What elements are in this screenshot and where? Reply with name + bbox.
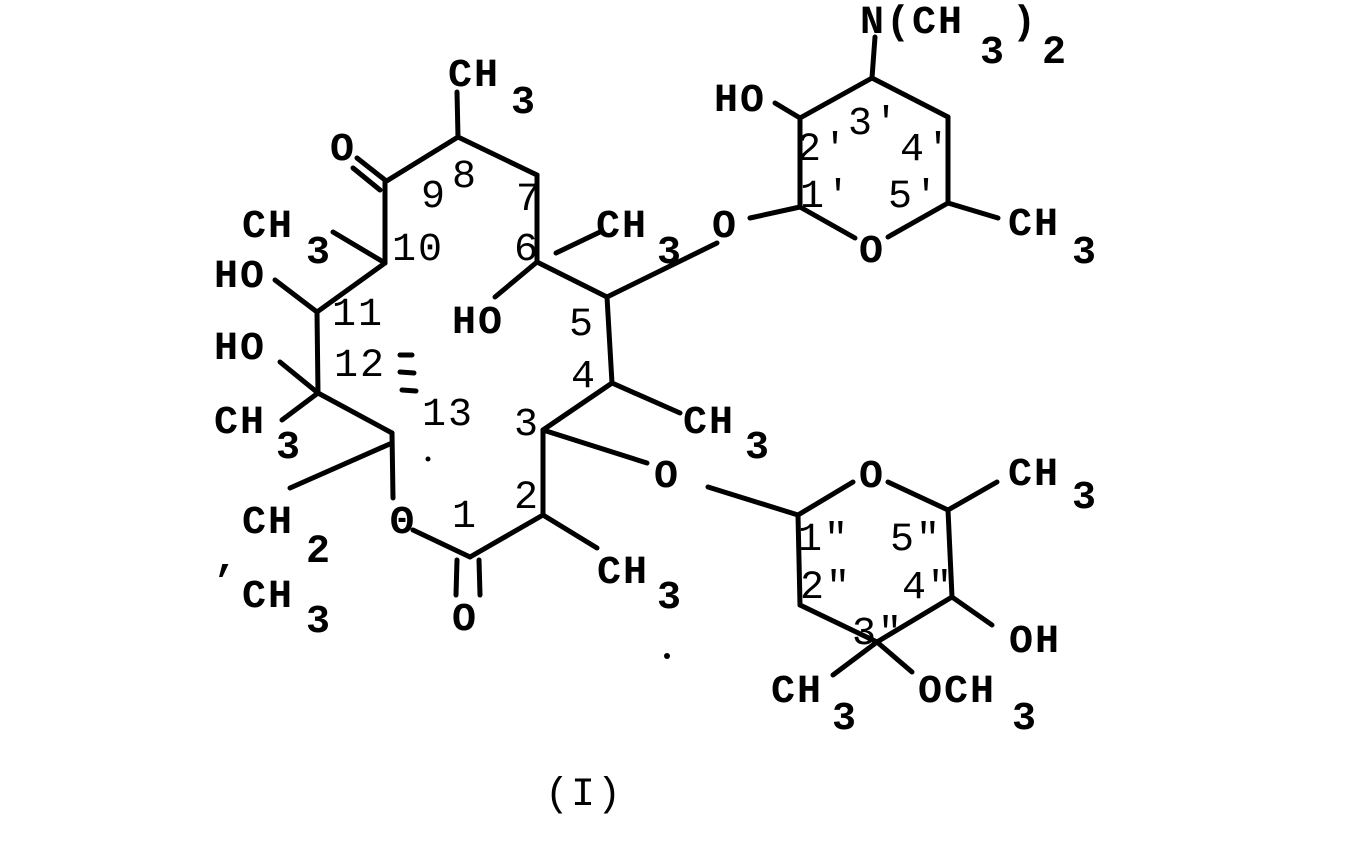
c2-methyl-label: CH — [597, 551, 649, 596]
bond-c11-c12 — [317, 312, 318, 393]
bond-c4dprime-hydroxy — [952, 597, 992, 625]
c6-methyl-label: CH — [596, 205, 648, 250]
bond-c11-hydroxy — [275, 280, 317, 312]
desosamine-ring-oxygen: O — [859, 230, 885, 275]
locant-4: 4 — [571, 355, 597, 400]
aglycone-locants: 1 2 3 4 5 6 7 8 9 10 11 12 13 — [332, 155, 597, 540]
c10-methyl-label: CH — [242, 205, 294, 250]
bond-c1dprime-o — [798, 482, 853, 515]
c8-methyl-label: CH — [448, 54, 500, 99]
c9-oxo-label: O — [330, 128, 356, 173]
desosamine-labels: N(CH 3 ) 2 HO O CH 3 1' 2' 3' 4' 5' — [714, 1, 1098, 276]
c4-methyl-subscript: 3 — [745, 426, 771, 471]
cladinose-methyl-subscript: 3 — [1072, 476, 1098, 521]
locant-1-prime: 1' — [800, 175, 852, 220]
bond-c4-c5 — [607, 297, 612, 383]
cladinose-methyl-label: CH — [1008, 453, 1060, 498]
hash-bond-2 — [400, 372, 414, 373]
locant-6: 6 — [514, 228, 540, 273]
locant-1: 1 — [452, 495, 478, 540]
c8-methyl-subscript: 3 — [511, 81, 537, 126]
c11-hydroxy-label: HO — [214, 255, 266, 300]
locant-5-prime: 5' — [888, 175, 940, 220]
dimethylamino-subscript: 3 — [980, 31, 1006, 76]
speck — [664, 653, 670, 659]
bond-c12-hydroxy — [280, 362, 318, 393]
locant-3: 3 — [514, 403, 540, 448]
bond-c5-c6 — [537, 262, 607, 297]
bond-c2prime-hydroxy — [775, 103, 800, 118]
bond-c2-methyl — [543, 515, 597, 548]
aglycone-labels: CH 3 O CH 3 HO HO CH 3 CH 3 HO CH 3 CH 3… — [214, 54, 771, 645]
locant-10: 10 — [392, 228, 444, 273]
bond-c6-methyl — [556, 232, 600, 253]
locant-2-dprime: 2" — [800, 566, 852, 611]
speck — [426, 457, 431, 462]
locant-3-prime: 3' — [848, 102, 900, 147]
c1-oxo-label: O — [452, 598, 478, 643]
ethyl-ch3-subscript: 3 — [306, 600, 332, 645]
ethyl-ch3-label: CH — [242, 575, 294, 620]
desosamine-methyl-subscript: 3 — [1072, 231, 1098, 276]
bond-c5prime-methyl — [948, 203, 998, 218]
bond-o-c1prime — [750, 207, 800, 218]
desosamine-hydroxy-label: HO — [714, 79, 766, 124]
c6-methyl-subscript: 3 — [657, 231, 683, 276]
ethyl-ch2-label: CH — [242, 501, 294, 546]
dimethylamino-close-paren: ) — [1012, 1, 1038, 46]
locant-2: 2 — [514, 476, 540, 521]
cladinose-labels: O CH 3 OH CH 3 OCH 3 1" 2" 3" 4" 5" — [771, 453, 1098, 742]
c6-hydroxy-label: HO — [452, 301, 504, 346]
locant-1-dprime: 1" — [798, 518, 850, 563]
locant-13: 13 — [422, 393, 474, 438]
bond-c1-oxo-b — [479, 560, 480, 595]
bond-c10-methyl — [333, 232, 385, 263]
bond-c13-o — [392, 433, 393, 498]
bond-c4-methyl — [612, 383, 680, 413]
c12-hydroxy-label: HO — [214, 327, 266, 372]
bond-c1-oxo-a — [456, 560, 457, 595]
dimethylamino-subscript-2: 2 — [1042, 31, 1068, 76]
bond-c3-o — [543, 430, 647, 463]
bond-c5dprime-methyl — [948, 482, 997, 510]
cladinose-hydroxy-label: OH — [1009, 620, 1061, 665]
c4-methyl-label: CH — [683, 401, 735, 446]
methoxy-label: OCH — [918, 670, 996, 715]
cladinose-ring-oxygen: O — [859, 455, 885, 500]
locant-3-dprime: 3" — [852, 612, 904, 657]
hash-bond-3 — [402, 390, 416, 391]
bond-o-c5dprime — [888, 482, 948, 510]
ethyl-bond-comma: , — [214, 538, 240, 583]
locant-12: 12 — [334, 344, 386, 389]
locant-7: 7 — [516, 178, 542, 223]
locant-11: 11 — [332, 293, 384, 338]
figure-label: (I) — [545, 773, 623, 818]
bond-c1-c2 — [470, 515, 543, 557]
locant-4-prime: 4' — [900, 128, 952, 173]
bond-c12-c13 — [318, 393, 392, 433]
locant-9: 9 — [421, 175, 447, 220]
locant-8: 8 — [452, 155, 478, 200]
ring-oxygen-label: Θ — [390, 501, 416, 546]
locant-5-dprime: 5" — [890, 518, 942, 563]
locant-5: 5 — [569, 303, 595, 348]
locant-4-dprime: 4" — [902, 566, 954, 611]
bond-c12-methyl — [282, 393, 318, 420]
ethyl-ch2-subscript: 2 — [306, 530, 332, 575]
bond-o-c1dprime — [708, 487, 798, 515]
cladinose-c3-methyl-label: CH — [771, 670, 823, 715]
bond-c13-ethyl — [290, 443, 392, 488]
desosamine-methyl-label: CH — [1008, 203, 1060, 248]
cladinose-c3-methyl-subscript: 3 — [832, 697, 858, 742]
c5-oxygen-label: O — [712, 205, 738, 250]
c10-methyl-subscript: 3 — [306, 231, 332, 276]
c12-methyl-subscript: 3 — [276, 426, 302, 471]
c12-methyl-label: CH — [214, 401, 266, 446]
methoxy-subscript: 3 — [1012, 697, 1038, 742]
locant-2-prime: 2' — [797, 128, 849, 173]
c2-methyl-subscript: 3 — [657, 576, 683, 621]
c3-oxygen-label: O — [654, 455, 680, 500]
dimethylamino-label: N(CH — [860, 1, 964, 46]
